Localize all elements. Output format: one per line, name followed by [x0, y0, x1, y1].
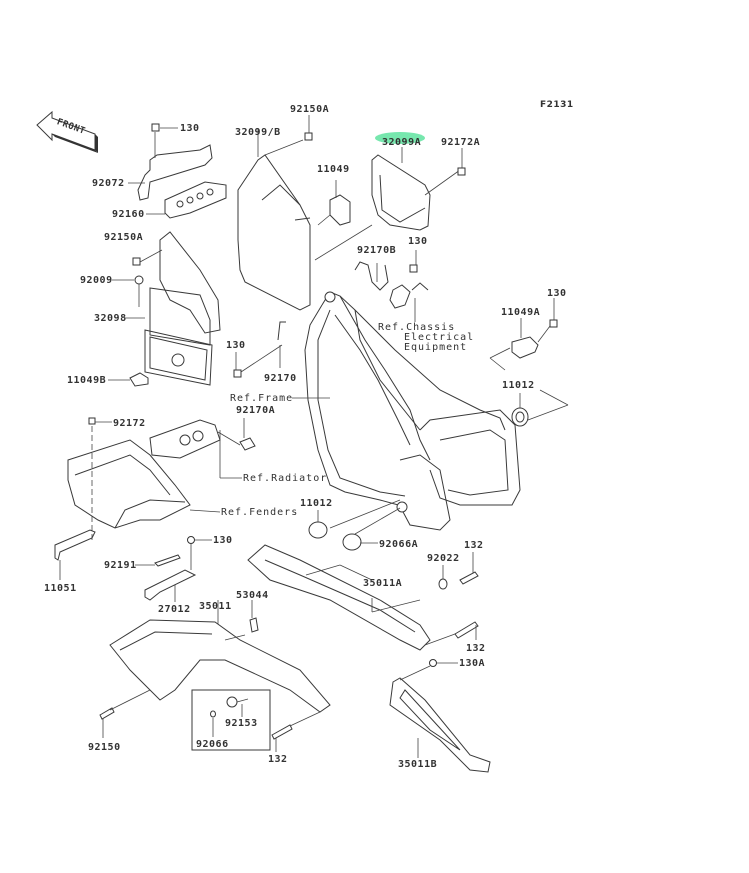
- part-11012-grommet-right: [511, 389, 569, 427]
- part-label-132[interactable]: 132: [268, 754, 288, 765]
- part-32099B-cover: [237, 115, 313, 311]
- ref-radiator[interactable]: Ref.Radiator: [243, 473, 328, 484]
- part-27012-bracket: [135, 536, 212, 602]
- part-label-92150[interactable]: 92150: [88, 742, 121, 753]
- part-label-11012[interactable]: 11012: [300, 498, 333, 509]
- part-label-92072[interactable]: 92072: [92, 178, 125, 189]
- part-label-92150A[interactable]: 92150A: [290, 104, 330, 115]
- part-label-92191[interactable]: 92191: [104, 560, 137, 571]
- front-arrow-icon: [36, 110, 98, 153]
- part-label-92009[interactable]: 92009: [80, 275, 113, 286]
- part-label-132[interactable]: 132: [464, 540, 484, 551]
- part-92022-washer: [424, 552, 479, 646]
- part-label-130[interactable]: 130: [408, 236, 428, 247]
- part-label-11051[interactable]: 11051: [44, 583, 77, 594]
- part-label-92170B[interactable]: 92170B: [357, 245, 397, 256]
- part-92160-holder: [146, 181, 227, 219]
- part-35011-arm: [99, 600, 331, 752]
- part-label-11012[interactable]: 11012: [502, 380, 535, 391]
- part-label-92066A[interactable]: 92066A: [379, 539, 419, 550]
- ref-frame[interactable]: Ref.Frame: [230, 393, 294, 404]
- part-92170B-clamp: [354, 250, 429, 322]
- ref-fenders[interactable]: Ref.Fenders: [221, 507, 299, 518]
- part-label-11049[interactable]: 11049: [317, 164, 350, 175]
- part-label-92172[interactable]: 92172: [113, 418, 146, 429]
- part-11049-bracket: [317, 180, 351, 226]
- part-label-130[interactable]: 130: [226, 340, 246, 351]
- part-label-130[interactable]: 130: [547, 288, 567, 299]
- part-label-92170[interactable]: 92170: [264, 373, 297, 384]
- part-11012-grommet-left: [308, 499, 401, 551]
- part-label-92172A[interactable]: 92172A: [441, 137, 481, 148]
- figure-id: F2131: [540, 100, 574, 110]
- part-35011B-bracket: [389, 659, 491, 773]
- part-label-32099B[interactable]: 32099/B: [235, 127, 281, 138]
- part-label-92160[interactable]: 92160: [112, 209, 145, 220]
- highlight-marker: [375, 132, 425, 144]
- part-11049A-bracket: [489, 298, 558, 371]
- part-label-32099A[interactable]: 32099A: [382, 137, 422, 148]
- frame-assembly: [292, 291, 521, 531]
- part-label-11049B[interactable]: 11049B: [67, 375, 107, 386]
- part-label-92022[interactable]: 92022: [427, 553, 460, 564]
- ref-chassis-electrical-line2[interactable]: Electrical: [404, 332, 475, 343]
- ref-chassis-electrical-line3[interactable]: Equipment: [404, 342, 468, 353]
- part-label-130A[interactable]: 130A: [459, 658, 486, 669]
- part-label-53044[interactable]: 53044: [236, 590, 269, 601]
- part-92170-clip: [277, 321, 286, 368]
- part-label-130[interactable]: 130: [213, 535, 233, 546]
- part-label-132[interactable]: 132: [466, 643, 486, 654]
- part-label-92150A[interactable]: 92150A: [104, 232, 144, 243]
- part-92072-bracket: [128, 123, 213, 201]
- part-label-35011A[interactable]: 35011A: [363, 578, 403, 589]
- part-11051-bracket: [54, 529, 96, 580]
- part-label-11049A[interactable]: 11049A: [501, 307, 541, 318]
- part-35011A-arm: [247, 544, 431, 651]
- part-inset-box: [191, 689, 271, 751]
- part-label-92066[interactable]: 92066: [196, 739, 229, 750]
- part-label-32098[interactable]: 32098: [94, 313, 127, 324]
- part-label-27012[interactable]: 27012: [158, 604, 191, 615]
- part-label-35011[interactable]: 35011: [199, 601, 232, 612]
- part-label-92170A[interactable]: 92170A: [236, 405, 276, 416]
- part-label-92153[interactable]: 92153: [225, 718, 258, 729]
- part-label-35011B[interactable]: 35011B: [398, 759, 438, 770]
- part-32099A-cover: [314, 147, 466, 261]
- part-under-tray: [67, 417, 256, 540]
- part-32098-battery-case: [108, 231, 283, 387]
- ref-chassis-electrical-line1[interactable]: Ref.Chassis: [378, 322, 456, 333]
- part-label-130[interactable]: 130: [180, 123, 200, 134]
